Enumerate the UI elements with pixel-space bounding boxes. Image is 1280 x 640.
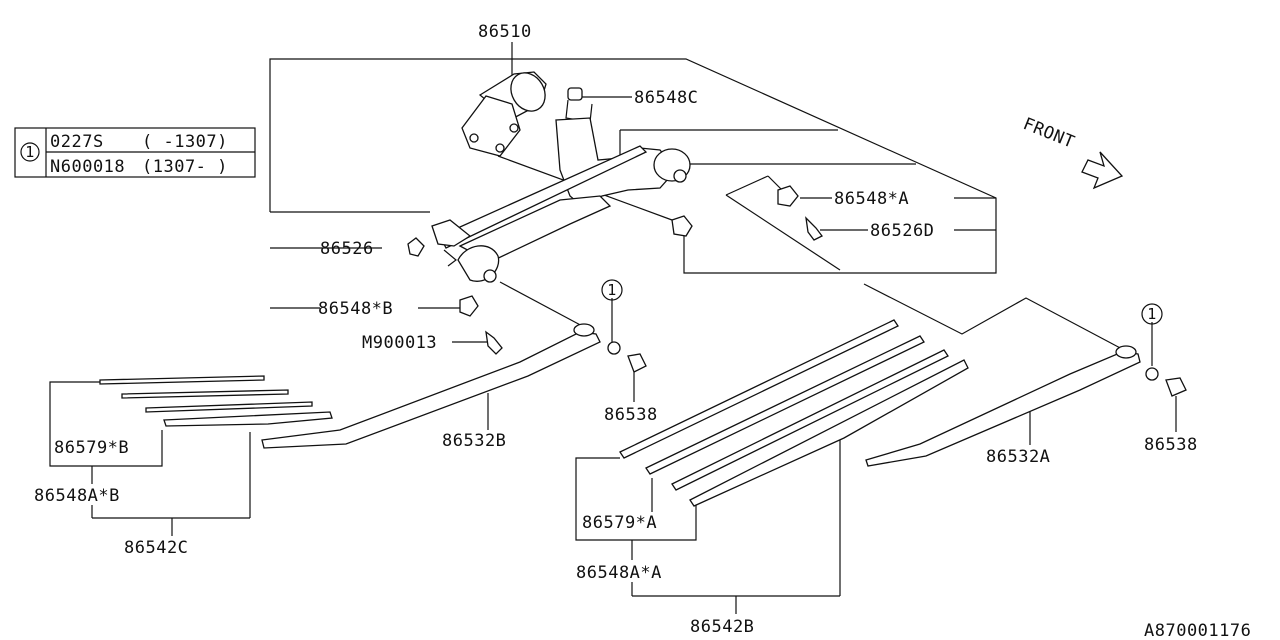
callout-circle-left (601, 279, 623, 301)
label-86532b: 86532B (442, 431, 506, 451)
wiper-blade-86542b (619, 319, 969, 507)
legend-row-2-part: N600018 (50, 157, 125, 177)
front-direction-indicator: FRONT (1020, 114, 1124, 190)
callout-circle-right (1141, 303, 1163, 325)
label-86548c: 86548C (634, 88, 698, 108)
callout-left-number: 1 (607, 281, 617, 299)
legend-ref-circle (20, 142, 40, 162)
wiper-arm-86532a (865, 345, 1187, 467)
front-label: FRONT (1020, 114, 1077, 153)
label-86542c: 86542C (124, 538, 188, 558)
callout-right-number: 1 (1147, 305, 1157, 323)
front-arrow-icon (1081, 151, 1124, 190)
legend-table: 1 0227S ( -1307) N600018 (1307- ) (14, 127, 256, 178)
label-86548-star-b: 86548*B (318, 299, 393, 319)
label-86510: 86510 (478, 22, 532, 42)
callout-circles: 1 1 (601, 279, 1163, 325)
label-86542b: 86542B (690, 617, 754, 637)
label-86579-star-a: 86579*A (582, 513, 657, 533)
label-86579-star-b: 86579*B (54, 438, 129, 458)
grommet-86548c (565, 87, 593, 123)
label-86532a: 86532A (986, 447, 1050, 467)
legend-row-2-range: (1307- ) (142, 157, 228, 177)
label-86538-right: 86538 (1144, 435, 1198, 455)
hardware-parts (407, 185, 823, 355)
wiper-arm-86532b (261, 323, 647, 449)
legend-row-1-part: 0227S (50, 132, 104, 152)
part-labels: 86510 86548C 86548*A 86526D 86526 86548*… (34, 22, 1251, 640)
label-86548a-star-a-top: 86548*A (834, 189, 909, 209)
label-86538-left: 86538 (604, 405, 658, 425)
legend-ref-number: 1 (25, 143, 35, 161)
wiper-blade-86542c (99, 375, 333, 427)
wiper-motor (461, 71, 547, 157)
label-86526d: 86526D (870, 221, 934, 241)
label-86526: 86526 (320, 239, 374, 259)
legend-row-1-range: ( -1307) (142, 132, 228, 152)
wiper-linkage (431, 117, 691, 283)
label-86548a-star-b: 86548A*B (34, 486, 120, 506)
label-m900013: M900013 (362, 333, 437, 353)
label-86548a-star-a: 86548A*A (576, 563, 662, 583)
figure-id: A870001176 (1144, 621, 1251, 640)
